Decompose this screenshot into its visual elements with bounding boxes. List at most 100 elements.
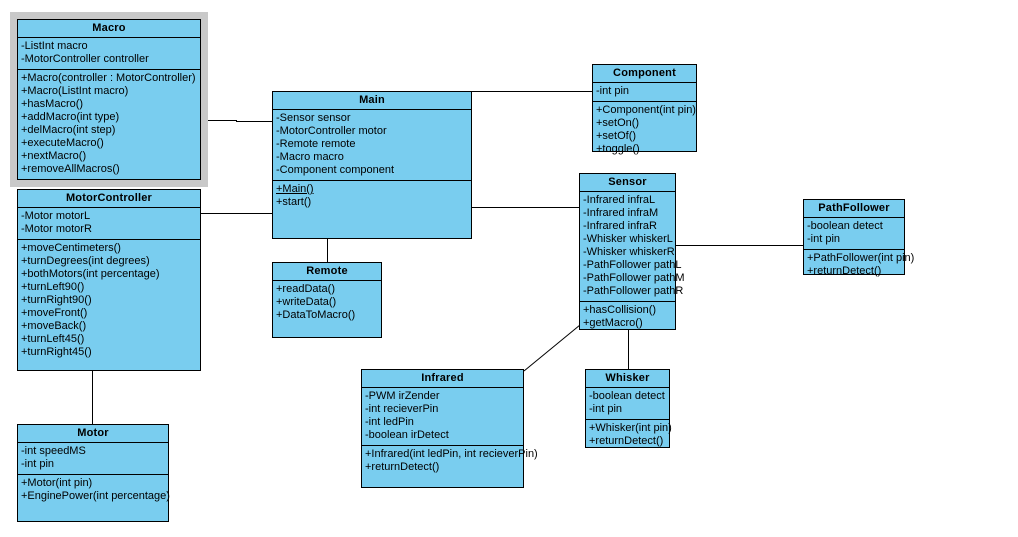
attribute-row: -PathFollower pathL <box>583 259 682 271</box>
operation-row: +setOf() <box>596 130 637 142</box>
operation-row: +EnginePower(int percentage) <box>21 490 170 502</box>
class-operations-main: +Main() +start() <box>273 181 471 212</box>
operation-row: +start() <box>276 196 312 208</box>
attribute-row: -boolean detect <box>589 390 665 402</box>
class-operations-motorcontroller: +moveCentimeters() +turnDegrees(int degr… <box>18 240 200 362</box>
class-operations-whisker: +Whisker(int pin) +returnDetect() <box>586 420 672 451</box>
connector-macro-main-segment-h2 <box>236 121 273 122</box>
attribute-row: -PathFollower pathM <box>583 272 685 284</box>
operation-row: +Motor(int pin) <box>21 477 93 489</box>
operation-row: +writeData() <box>276 296 337 308</box>
class-box-component[interactable]: Component -int pin +Component(int pin) +… <box>592 64 697 155</box>
class-box-remote[interactable]: Remote +readData() +writeData() +DataToM… <box>272 262 382 338</box>
operation-row: +Whisker(int pin) <box>589 422 672 434</box>
operation-row: +moveFront() <box>21 307 88 319</box>
class-title-remote: Remote <box>273 263 381 281</box>
class-attributes-macro: -ListInt macro -MotorController controll… <box>18 38 200 70</box>
class-operations-sensor: +hasCollision() +getMacro() <box>580 302 675 333</box>
operation-row: +removeAllMacros() <box>21 163 120 175</box>
attribute-row: -ListInt macro <box>21 40 88 52</box>
operation-row: +addMacro(int type) <box>21 111 120 123</box>
connector-main-sensor <box>472 207 580 208</box>
operation-row: +readData() <box>276 283 336 295</box>
class-attributes-sensor: -Infrared infraL -Infrared infraM -Infra… <box>580 192 685 302</box>
operation-row: +moveCentimeters() <box>21 242 121 254</box>
class-title-sensor: Sensor <box>580 174 675 192</box>
class-title-component: Component <box>593 65 696 83</box>
attribute-row: -PWM irZender <box>365 390 440 402</box>
attribute-row: -boolean detect <box>807 220 883 232</box>
operation-row: +turnRight90() <box>21 294 92 306</box>
class-title-macro: Macro <box>18 20 200 38</box>
class-title-motorcontroller: MotorController <box>18 190 200 208</box>
connector-main-remote <box>327 239 328 263</box>
connector-main-component <box>472 91 593 92</box>
operation-row: +Macro(ListInt macro) <box>21 85 129 97</box>
operation-row: +executeMacro() <box>21 137 104 149</box>
operation-row: +turnRight45() <box>21 346 92 358</box>
operation-row: +turnDegrees(int degrees) <box>21 255 150 267</box>
class-attributes-pathfollower: -boolean detect -int pin <box>804 218 904 250</box>
attribute-row: -int pin <box>596 85 630 97</box>
operation-row: +Macro(controller : MotorController) <box>21 72 196 84</box>
attribute-row: -int ledPin <box>365 416 414 428</box>
operation-row: +nextMacro() <box>21 150 87 162</box>
class-attributes-motor: -int speedMS -int pin <box>18 443 168 475</box>
class-box-sensor[interactable]: Sensor -Infrared infraL -Infrared infraM… <box>579 173 685 333</box>
class-operations-macro: +Macro(controller : MotorController) +Ma… <box>18 70 200 179</box>
attribute-row: -Macro macro <box>276 151 344 163</box>
operation-row: +returnDetect() <box>807 265 882 277</box>
attribute-row: -Motor motorR <box>21 223 92 235</box>
operation-row: +turnLeft45() <box>21 333 85 345</box>
class-box-main[interactable]: Main -Sensor sensor -MotorController mot… <box>272 91 472 239</box>
connector-sensor-whisker <box>628 330 629 370</box>
operation-row: +returnDetect() <box>589 435 664 447</box>
class-attributes-infrared: -PWM irZender -int recieverPin -int ledP… <box>362 388 523 446</box>
attribute-row: -int speedMS <box>21 445 86 457</box>
class-attributes-main: -Sensor sensor -MotorController motor -R… <box>273 110 471 181</box>
class-box-pathfollower[interactable]: PathFollower -boolean detect -int pin +P… <box>803 199 914 277</box>
attribute-row: -Sensor sensor <box>276 112 351 124</box>
class-title-main: Main <box>273 92 471 110</box>
attribute-row: -Infrared infraL <box>583 194 656 206</box>
attribute-row: -int recieverPin <box>365 403 439 415</box>
operation-row: +Infrared(int ledPin, int recieverPin) <box>365 448 538 460</box>
class-box-infrared[interactable]: Infrared -PWM irZender -int recieverPin … <box>361 369 538 488</box>
class-operations-remote: +readData() +writeData() +DataToMacro() <box>273 281 381 325</box>
class-attributes-motorcontroller: -Motor motorL -Motor motorR <box>18 208 200 240</box>
attribute-row: -Infrared infraR <box>583 220 657 232</box>
attribute-row: -PathFollower pathR <box>583 285 684 297</box>
class-operations-component: +Component(int pin) +setOn() +setOf() +t… <box>593 102 696 159</box>
operation-row: +returnDetect() <box>365 461 440 473</box>
operation-row: +moveBack() <box>21 320 87 332</box>
class-box-macro[interactable]: Macro -ListInt macro -MotorController co… <box>10 12 208 187</box>
attribute-row: -int pin <box>807 233 841 245</box>
attribute-row: -Whisker whiskerL <box>583 233 673 245</box>
attribute-row: -boolean irDetect <box>365 429 449 441</box>
operation-row: +Component(int pin) <box>596 104 696 116</box>
attribute-row: -int pin <box>589 403 623 415</box>
class-title-whisker: Whisker <box>586 370 669 388</box>
class-operations-motor: +Motor(int pin) +EnginePower(int percent… <box>18 475 170 506</box>
class-operations-pathfollower: +PathFollower(int pin) +returnDetect() <box>804 250 915 281</box>
attribute-row: -Component component <box>276 164 395 176</box>
operation-row: +bothMotors(int percentage) <box>21 268 160 280</box>
class-box-motorcontroller[interactable]: MotorController -Motor motorL -Motor mot… <box>17 189 201 371</box>
attribute-row: -Motor motorL <box>21 210 91 222</box>
operation-row-static: +Main() <box>276 183 314 195</box>
operation-row: +PathFollower(int pin) <box>807 252 915 264</box>
operation-row: +getMacro() <box>583 317 643 329</box>
attribute-row: -Whisker whiskerR <box>583 246 675 258</box>
operation-row: +DataToMacro() <box>276 309 356 321</box>
connector-motorcontroller-motor <box>92 371 93 425</box>
attribute-row: -MotorController motor <box>276 125 387 137</box>
class-box-motor[interactable]: Motor -int speedMS -int pin +Motor(int p… <box>17 424 170 522</box>
class-operations-infrared: +Infrared(int ledPin, int recieverPin) +… <box>362 446 538 477</box>
connector-sensor-infrared <box>523 324 581 372</box>
operation-row: +delMacro(int step) <box>21 124 116 136</box>
operation-row: +hasCollision() <box>583 304 657 316</box>
class-box-whisker[interactable]: Whisker -boolean detect -int pin +Whiske… <box>585 369 672 451</box>
operation-row: +turnLeft90() <box>21 281 85 293</box>
class-title-motor: Motor <box>18 425 168 443</box>
